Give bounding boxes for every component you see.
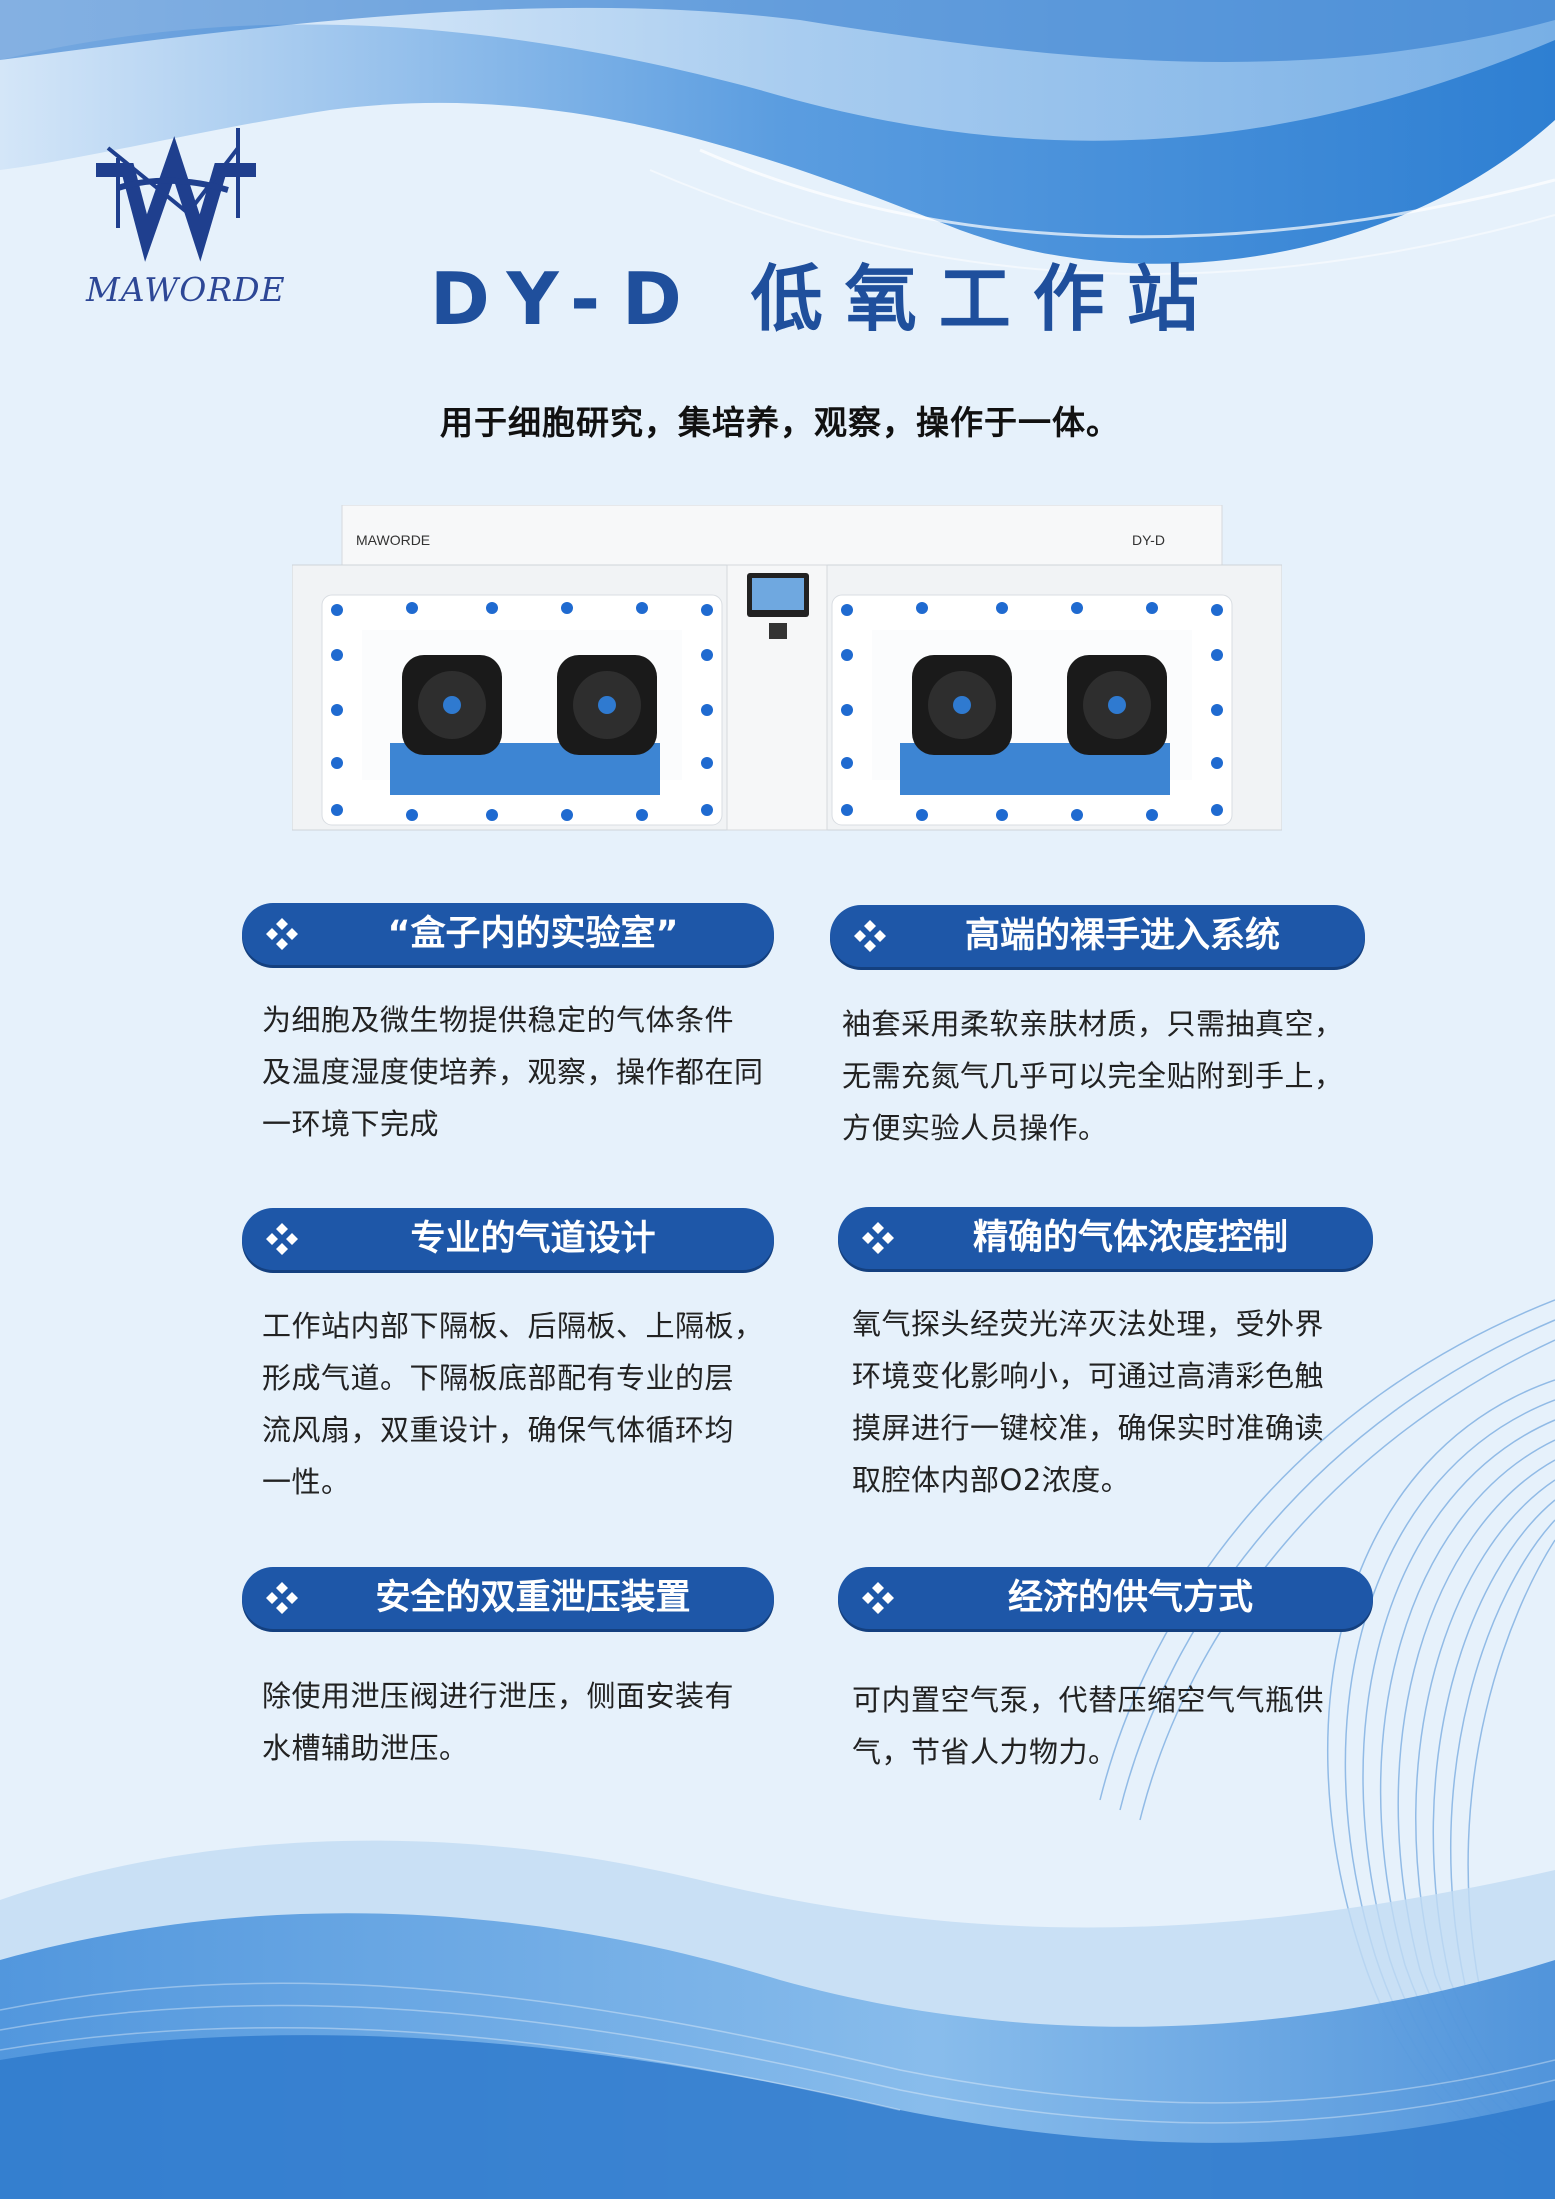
diamond-cluster-icon [854, 920, 886, 952]
diamond-cluster-icon [862, 1582, 894, 1614]
body-line: 流风扇，双重设计，确保气体循环均 [262, 1413, 735, 1447]
product-brand-label: MAWORDE [356, 532, 430, 548]
body-line: 一环境下完成 [262, 1107, 440, 1141]
diamond-cluster-icon [862, 1222, 894, 1254]
section-header-pressure-relief: 安全的双重泄压装置 [242, 1567, 774, 1629]
section-title: “盒子内的实验室” [387, 914, 679, 954]
body-line: 气，节省人力物力。 [852, 1735, 1118, 1769]
body-line: 一性。 [262, 1465, 351, 1499]
diamond-cluster-icon [266, 1223, 298, 1255]
body-line: 水槽辅助泄压。 [262, 1731, 469, 1765]
body-line: 摸屏进行一键校准，确保实时准确读 [852, 1411, 1325, 1445]
body-line: 方便实验人员操作。 [842, 1111, 1108, 1145]
section-body: 可内置空气泵，代替压缩空气气瓶供 气，节省人力物力。 [852, 1674, 1392, 1778]
section-body: 氧气探头经荧光淬灭法处理，受外界 环境变化影响小，可通过高清彩色触 摸屏进行一键… [852, 1298, 1392, 1506]
section-header-airway-design: 专业的气道设计 [242, 1208, 774, 1270]
body-line: 及温度湿度使培养，观察，操作都在同 [262, 1055, 764, 1089]
body-line: 除使用泄压阀进行泄压，侧面安装有 [262, 1679, 735, 1713]
section-body: 袖套采用柔软亲肤材质，只需抽真空， 无需充氮气几乎可以完全贴附到手上， 方便实验… [842, 998, 1382, 1154]
product-model-label: DY-D [1132, 532, 1165, 548]
logo-icon [96, 128, 256, 262]
section-title: 经济的供气方式 [1007, 1578, 1253, 1618]
section-header-gas-supply: 经济的供气方式 [838, 1567, 1373, 1629]
section-body: 工作站内部下隔板、后隔板、上隔板， 形成气道。下隔板底部配有专业的层 流风扇，双… [262, 1300, 802, 1508]
body-line: 环境变化影响小，可通过高清彩色触 [852, 1359, 1325, 1393]
body-line: 氧气探头经荧光淬灭法处理，受外界 [852, 1307, 1325, 1341]
product-image: MAWORDE DY-D [292, 505, 1282, 831]
diamond-cluster-icon [266, 918, 298, 950]
diamond-cluster-icon [266, 1582, 298, 1614]
section-header-lab-in-box: “盒子内的实验室” [242, 903, 774, 965]
section-header-gas-concentration: 精确的气体浓度控制 [838, 1207, 1373, 1269]
section-body: 除使用泄压阀进行泄压，侧面安装有 水槽辅助泄压。 [262, 1670, 802, 1774]
body-line: 可内置空气泵，代替压缩空气气瓶供 [852, 1683, 1325, 1717]
body-line: 工作站内部下隔板、后隔板、上隔板， [262, 1309, 764, 1343]
section-title: 安全的双重泄压装置 [375, 1578, 691, 1618]
subtitle: 用于细胞研究，集培养，观察，操作于一体。 [440, 403, 1120, 442]
body-line: 为细胞及微生物提供稳定的气体条件 [262, 1003, 735, 1037]
page-title: DY-D 低氧工作站 [430, 257, 1221, 341]
body-line: 形成气道。下隔板底部配有专业的层 [262, 1361, 735, 1395]
body-line: 袖套采用柔软亲肤材质，只需抽真空， [842, 1007, 1344, 1041]
section-title: 高端的裸手进入系统 [964, 916, 1280, 956]
section-body: 为细胞及微生物提供稳定的气体条件 及温度湿度使培养，观察，操作都在同 一环境下完… [262, 994, 802, 1150]
section-title: 专业的气道设计 [410, 1219, 656, 1259]
section-title: 精确的气体浓度控制 [972, 1218, 1288, 1258]
body-line: 取腔体内部O2浓度。 [852, 1463, 1131, 1497]
brand-name: MAWORDE [86, 270, 286, 309]
section-header-bare-hand-entry: 高端的裸手进入系统 [830, 905, 1365, 967]
body-line: 无需充氮气几乎可以完全贴附到手上， [842, 1059, 1344, 1093]
